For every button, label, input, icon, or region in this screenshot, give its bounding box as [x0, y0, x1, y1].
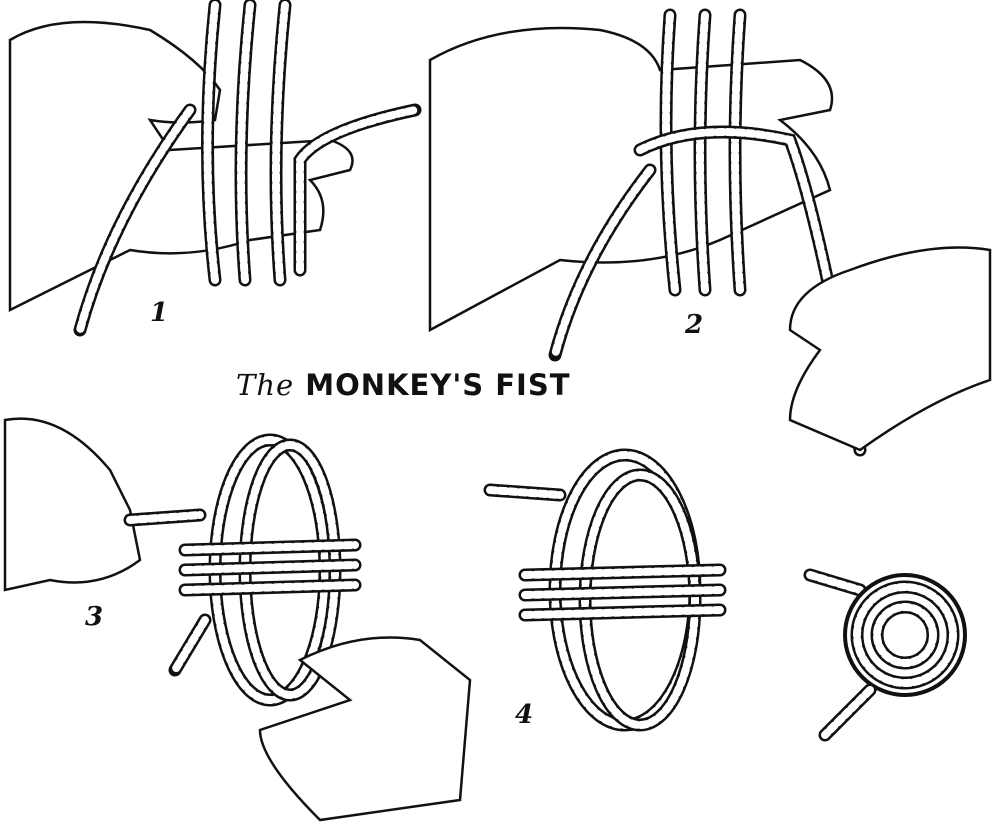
panel-2-hand-and-rope	[428, 8, 992, 457]
panel-3-hand-and-rope	[3, 417, 472, 822]
panel-1-hand-and-rope	[8, 0, 422, 337]
diagram-title: The MONKEY'S FIST	[236, 368, 571, 402]
step-label-4: 4	[515, 700, 534, 730]
step-label-1: 1	[150, 298, 169, 328]
step-label-2: 2	[685, 310, 704, 340]
finished-knot	[803, 568, 967, 742]
panel-4-rope	[483, 448, 727, 732]
step-label-3: 3	[85, 602, 104, 632]
